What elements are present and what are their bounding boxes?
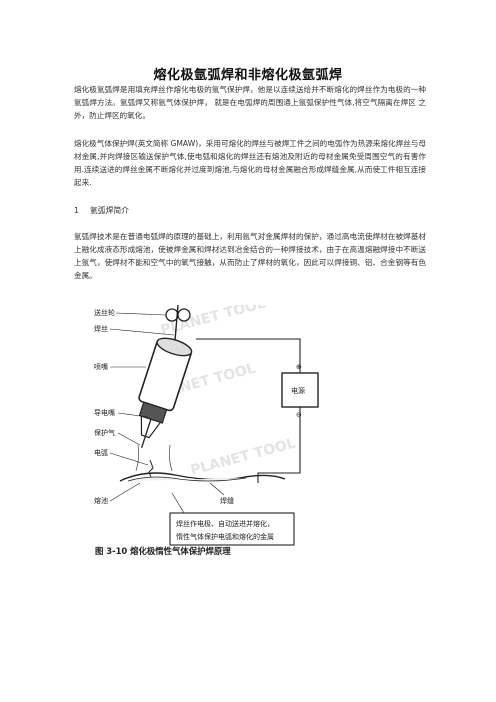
label-weld-bead: 焊缝 [220,496,234,505]
paragraph-1: 熔化极氩弧焊是用填充焊丝作熔化电极的氩气保护焊，他是以连续送给并不断熔化的焊丝作… [74,85,426,120]
label-molten-pool: 熔池 [94,496,108,505]
power-supply-label: 电源 [291,386,305,395]
circuit-bottom-wire [257,407,301,483]
label-shield-gas: 保护气 [94,428,115,437]
section-number: 1 [74,206,79,215]
paragraph-2: 熔化极气体保护焊(英文简称 GMAW)，采用可熔化的焊丝与被焊工件之间的电弧作为… [74,139,426,187]
note-line-1: 焊丝作电极、自动送进并熔化， [176,519,274,528]
note-box [169,512,295,546]
shield-gas-lines [135,444,173,472]
figure-caption: 图 3-10 熔化极惰性气体保护焊原理 [95,546,231,556]
label-wire-feed-roller: 送丝轮 [94,308,115,317]
label-arc: 电弧 [94,448,108,457]
paragraph-3: 氩弧焊技术是在普通电弧焊的原理的基础上，利用氩气对金属焊材的保护，通过高电流使焊… [74,232,426,280]
arc-mark [148,459,154,481]
circuit-top-wire [196,338,301,373]
label-contact-tube: 导电嘴 [94,408,115,417]
wire-feed-roller-right [177,308,191,322]
power-supply-box [281,372,319,408]
label-wire: 焊丝 [94,324,108,333]
watermark-3: PLANET TOOL [189,435,298,478]
gmaw-principle-diagram: PLANET TOOL PLANET TOOL PLANET TOOL 电源 ⊕… [94,305,319,546]
note-line-2: 惰性气体保护电弧和熔化的金属 [176,532,274,541]
section-heading: 1 氩弧焊简介 [74,205,129,216]
plus-terminal: ⊕ [296,363,302,371]
label-nozzle: 喷嘴 [94,362,108,371]
weld-bead-shape [127,476,247,482]
welding-torch [138,337,193,448]
page-title: 熔化极氩弧焊和非熔化极氩弧焊 [153,68,343,83]
section-title: 氩弧焊简介 [90,206,129,215]
minus-terminal: ⊖ [296,411,302,419]
